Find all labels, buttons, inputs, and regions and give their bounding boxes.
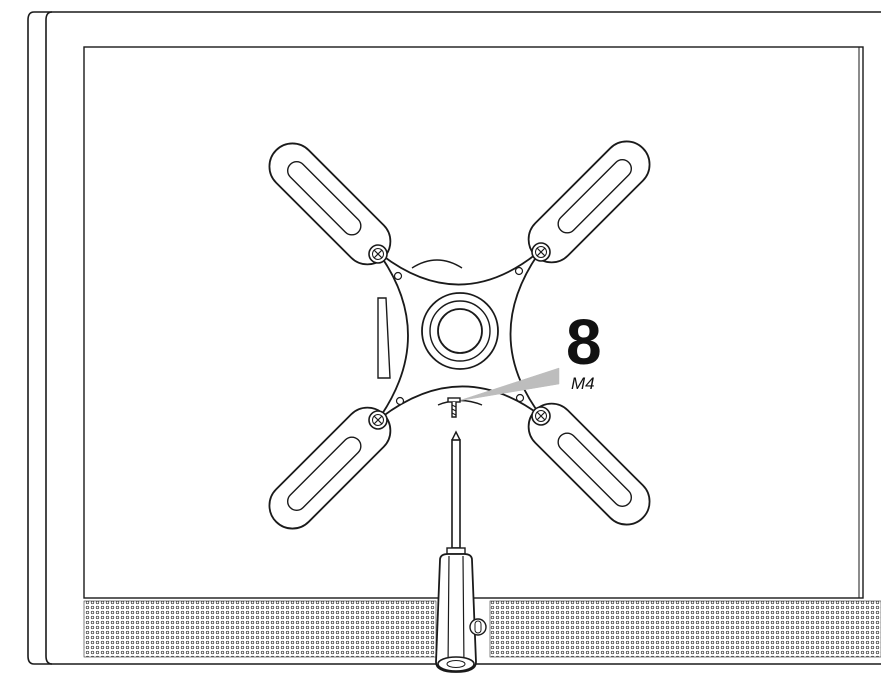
- screw-size-label: M4: [571, 374, 595, 393]
- step-number: 8: [566, 306, 602, 378]
- screwdriver-icon: [435, 430, 487, 673]
- callout-pointer: [457, 367, 560, 402]
- vesa-bracket-icon: [268, 140, 651, 530]
- screw-icon: [447, 397, 461, 418]
- speaker-grille-icon: [83, 600, 881, 658]
